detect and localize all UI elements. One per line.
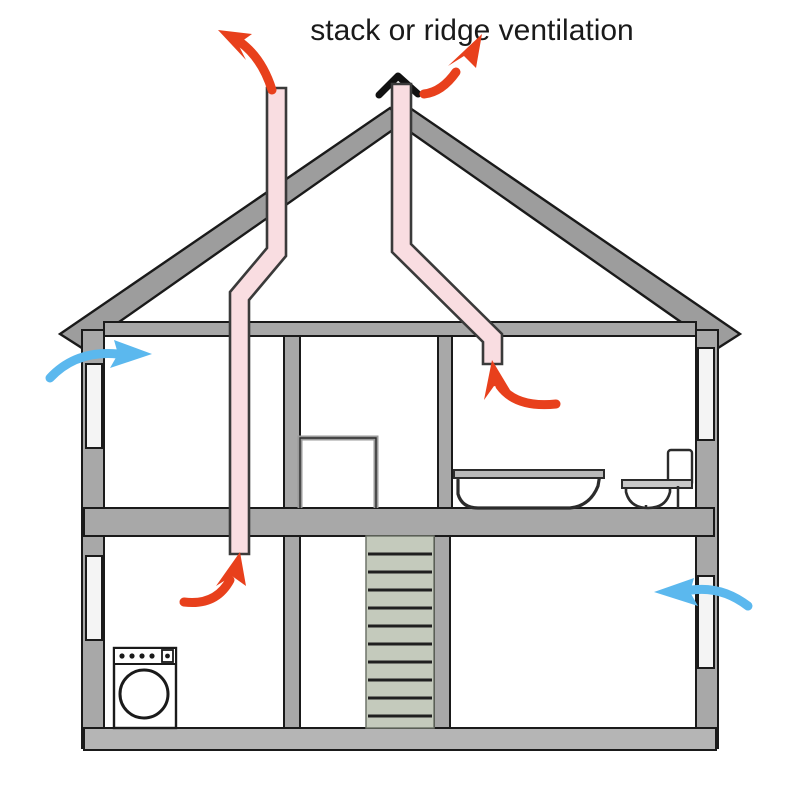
arrow-warm-out-left: [218, 30, 277, 95]
arrow-warm-in-lower-head: [216, 552, 246, 586]
arrow-warm-out-ridge: [419, 34, 482, 99]
washing-machine-knob[interactable]: [129, 653, 135, 659]
arrow-cool-in-left-shaft: [45, 349, 123, 383]
arrow-warm-out-ridge-shaft: [419, 67, 461, 99]
doorway-opening: [297, 435, 379, 508]
washing-machine: [112, 646, 178, 730]
window-left-lower: [85, 555, 103, 641]
arrow-cool-in-right: [654, 578, 753, 611]
floor-slab-mid: [83, 507, 715, 537]
washing-machine-knob[interactable]: [139, 653, 145, 659]
arrow-warm-in-lower: [179, 552, 246, 608]
bathtub-rim: [453, 469, 605, 479]
toilet-bowl: [624, 486, 672, 510]
toilet: [621, 448, 694, 510]
right-ridge-duct: [390, 82, 504, 366]
ceiling-slab-upper: [103, 321, 697, 337]
washing-machine-knob[interactable]: [149, 653, 155, 659]
arrow-warm-out-left-shaft: [235, 37, 277, 95]
window-right-lower: [697, 575, 715, 669]
washing-machine-dial-center: [165, 653, 170, 659]
arrow-warm-out-left-head: [218, 30, 252, 60]
arrow-cool-in-left-head: [110, 340, 152, 368]
arrow-cool-in-right-head: [654, 578, 698, 606]
windows-group: [85, 347, 715, 669]
partition-ground-right: [433, 535, 451, 729]
toilet-seat: [621, 479, 693, 489]
arrow-cool-in-right-shaft: [687, 584, 753, 611]
staircase: [365, 535, 435, 729]
partition-upper-right: [437, 335, 453, 509]
left-stack-duct: [228, 86, 288, 556]
arrow-warm-in-upper: [484, 360, 561, 410]
partition-ground-left: [283, 535, 301, 729]
doorway-opening-outline: [299, 437, 377, 508]
arrow-warm-in-upper-shaft: [495, 381, 561, 410]
stair-treads: [368, 552, 432, 718]
washing-machine-control-panel: [113, 647, 177, 665]
arrow-cool-in-left: [45, 340, 152, 383]
floor-slabs-group: [83, 321, 717, 751]
floor-slab-ground: [83, 727, 717, 751]
washing-machine-knob[interactable]: [119, 653, 125, 659]
left-stack-duct-body: [228, 86, 288, 556]
partition-upper-left: [283, 335, 301, 509]
arrow-warm-out-ridge-head: [448, 34, 482, 68]
arrow-warm-in-lower-shaft: [179, 575, 235, 608]
interior-partitions-group: [283, 335, 453, 729]
washing-machine-drum-door[interactable]: [118, 668, 170, 720]
diagram-title: stack or ridge ventilation: [310, 14, 634, 47]
window-left-upper: [85, 363, 103, 449]
right-ridge-duct-body: [390, 82, 504, 366]
window-right-upper: [697, 347, 715, 441]
bathtub-body: [456, 472, 602, 510]
roof-right-slope: [394, 106, 743, 350]
bathtub: [453, 469, 605, 510]
arrow-warm-in-upper-head: [484, 360, 510, 400]
stair-body: [365, 535, 435, 729]
